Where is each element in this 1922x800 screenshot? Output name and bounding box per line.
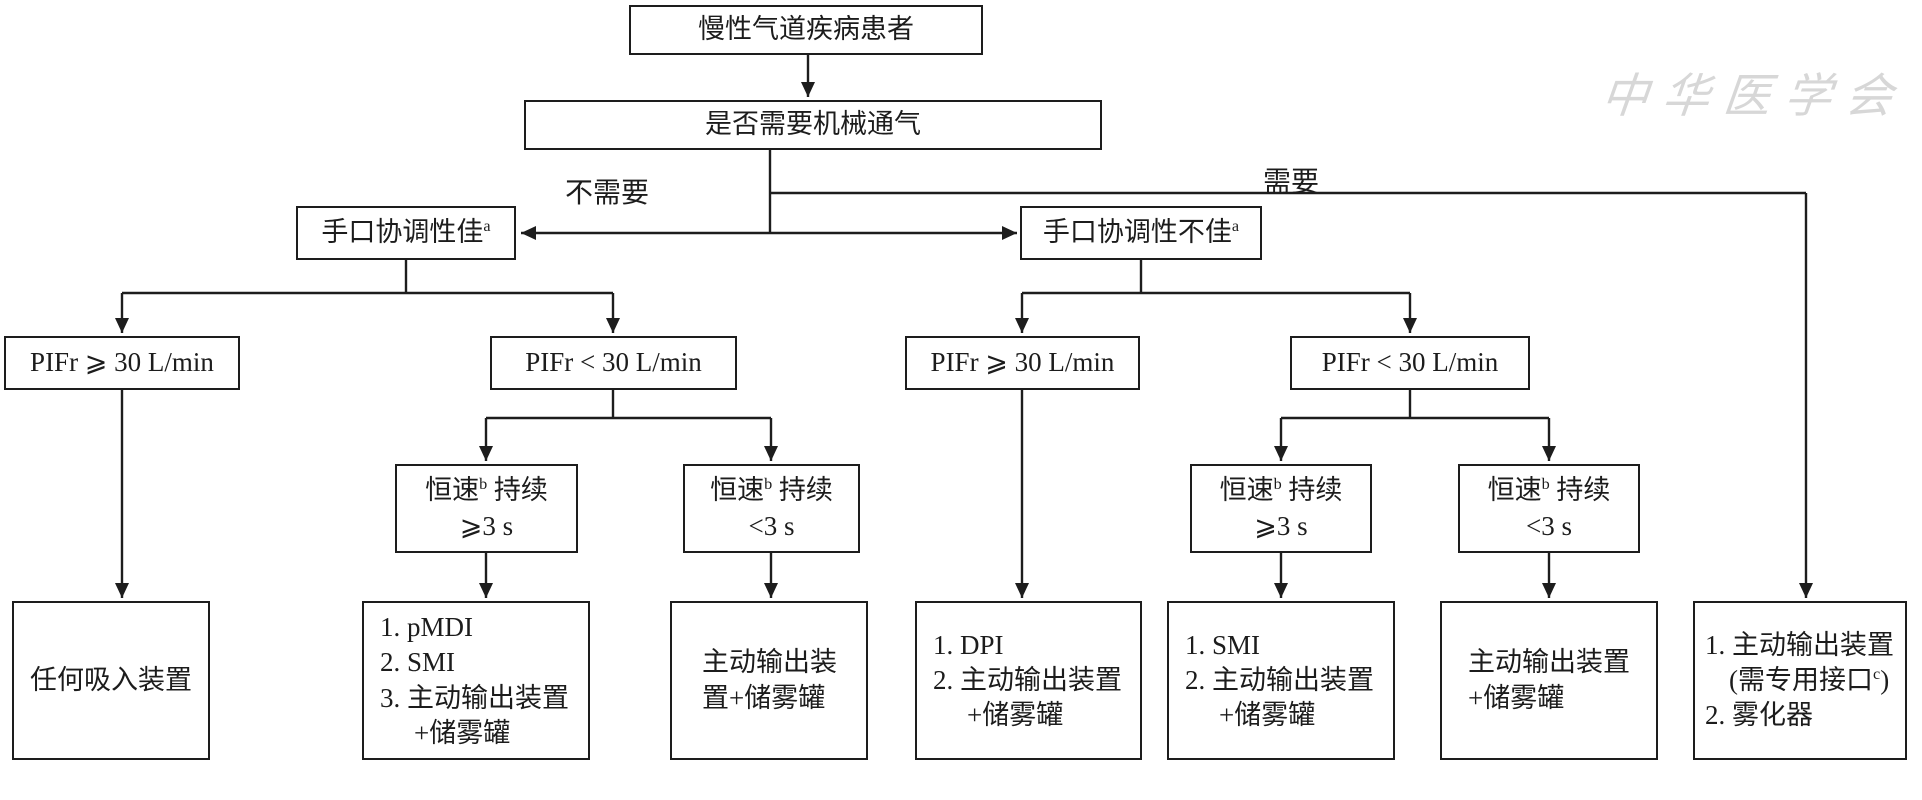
- node-pifr-ge-30-right: PIFr ⩾ 30 L/min: [905, 336, 1140, 390]
- outcome-line: 2. 雾化器: [1705, 700, 1813, 731]
- outcome-line: 3. 主动输出装置: [380, 682, 569, 713]
- node-pifr-lt-30-right: PIFr < 30 L/min: [1290, 336, 1530, 390]
- node-steady-ge-3s-left: 恒速b 持续 ⩾3 s: [395, 464, 578, 553]
- outcome-line: +储雾罐: [967, 700, 1064, 731]
- outcome-line: 1. SMI: [1185, 629, 1261, 660]
- outcome-line: 1. DPI: [933, 629, 1004, 660]
- node-outcome-smi-active: 1. SMI 2. 主动输出装置 +储雾罐: [1167, 601, 1395, 760]
- outcome-line: +储雾罐: [1219, 700, 1316, 731]
- outcome-line: 置+储雾罐: [702, 682, 826, 713]
- outcome-line: 2. 主动输出装置: [933, 664, 1122, 695]
- outcome-line: +储雾罐: [414, 717, 511, 748]
- node-pifr-ge-30-right-label: PIFr ⩾ 30 L/min: [930, 347, 1115, 378]
- outcome-line: 1. 主动输出装置: [1705, 629, 1894, 660]
- node-steady-lt-3s-left: 恒速b 持续 <3 s: [683, 464, 860, 553]
- node-steady-lt-3s-left-label: 恒速b 持续 <3 s: [710, 475, 833, 541]
- outcome-line: 主动输出装置: [1468, 647, 1630, 678]
- node-steady-ge-3s-left-label: 恒速b 持续 ⩾3 s: [425, 475, 548, 541]
- node-outcome-pmdi-smi-active: 1. pMDI 2. SMI 3. 主动输出装置 +储雾罐: [362, 601, 590, 760]
- node-root-label: 慢性气道疾病患者: [698, 14, 914, 45]
- node-pifr-lt-30-left: PIFr < 30 L/min: [490, 336, 737, 390]
- node-root-patient: 慢性气道疾病患者: [629, 5, 983, 55]
- outcome-line: 2. 主动输出装置: [1185, 664, 1374, 695]
- outcome-line: 1. pMDI: [380, 612, 473, 643]
- node-coordination-poor: 手口协调性不佳a: [1020, 206, 1262, 260]
- outcome-line: 主动输出装: [702, 647, 837, 678]
- node-steady-ge-3s-right: 恒速b 持续 ⩾3 s: [1190, 464, 1372, 553]
- outcome-line: 2. SMI: [380, 647, 456, 678]
- outcome-line: +储雾罐: [1468, 682, 1565, 713]
- node-ventilation-decision: 是否需要机械通气: [524, 100, 1102, 150]
- outcome-line: (需专用接口c): [1729, 664, 1890, 695]
- node-coordination-good-label: 手口协调性佳a: [321, 217, 491, 248]
- edge-label-no: 不需要: [565, 178, 650, 209]
- node-pifr-lt-30-left-label: PIFr < 30 L/min: [525, 347, 702, 378]
- node-outcome-active-spacer-left: 主动输出装 置+储雾罐: [670, 601, 868, 760]
- node-coordination-poor-label: 手口协调性不佳a: [1042, 217, 1240, 248]
- node-steady-ge-3s-right-label: 恒速b 持续 ⩾3 s: [1219, 475, 1343, 541]
- cma-logo-text: 中华医学会: [1598, 70, 1910, 123]
- edge-label-yes: 需要: [1263, 167, 1320, 198]
- node-pifr-lt-30-right-label: PIFr < 30 L/min: [1321, 347, 1499, 378]
- node-pifr-ge-30-left-label: PIFr ⩾ 30 L/min: [30, 347, 214, 378]
- node-steady-lt-3s-right-label: 恒速b 持续 <3 s: [1487, 475, 1611, 541]
- node-ventilation-label: 是否需要机械通气: [705, 109, 921, 140]
- cma-logo: 中华医学会: [1576, 52, 1909, 130]
- node-coordination-good: 手口协调性佳a: [296, 206, 516, 260]
- outcome-any-device-label: 任何吸入装置: [30, 664, 192, 695]
- node-outcome-active-spacer-right: 主动输出装置 +储雾罐: [1440, 601, 1658, 760]
- node-outcome-dpi-active: 1. DPI 2. 主动输出装置 +储雾罐: [915, 601, 1142, 760]
- node-outcome-active-nebulizer: 1. 主动输出装置 (需专用接口c) 2. 雾化器: [1693, 601, 1907, 760]
- node-steady-lt-3s-right: 恒速b 持续 <3 s: [1458, 464, 1640, 553]
- node-pifr-ge-30-left: PIFr ⩾ 30 L/min: [4, 336, 240, 390]
- node-outcome-any-device: 任何吸入装置: [12, 601, 210, 760]
